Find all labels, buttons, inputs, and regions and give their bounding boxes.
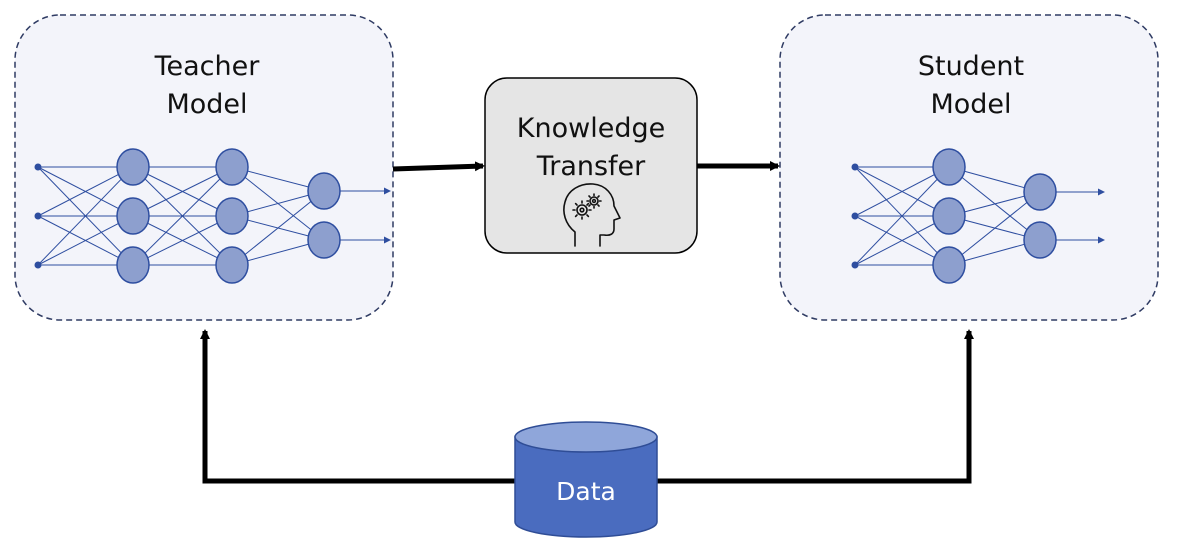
transfer-title-line1: Knowledge [517, 113, 665, 144]
teacher-neural-network [34, 148, 391, 284]
data-to-student-arrow [657, 329, 974, 484]
student-node [1023, 173, 1057, 211]
teacher-node [215, 197, 249, 235]
teacher-edge [132, 166, 233, 266]
knowledge-transfer-box: Knowledge Transfer [484, 77, 698, 254]
student-edge [854, 166, 950, 217]
teacher-edge [37, 215, 134, 266]
student-input-dot [851, 212, 859, 220]
student-node [1023, 221, 1057, 259]
student-output-arrowhead [1098, 188, 1105, 196]
data-to-teacher-arrow [200, 329, 515, 484]
teacher-title-line2: Model [166, 89, 247, 120]
student-edge [854, 166, 950, 266]
student-output-arrowhead [1098, 236, 1105, 244]
teacher-to-transfer-arrow [392, 161, 485, 172]
student-node [932, 148, 966, 186]
head-gears-icon [563, 183, 621, 247]
teacher-edge [132, 166, 233, 217]
student-node [932, 197, 966, 235]
student-input-dot [851, 163, 859, 171]
teacher-title-line1: Teacher [154, 51, 261, 82]
student-neural-network [851, 148, 1105, 284]
student-model-box: Student Model [779, 14, 1159, 321]
data-cylinder: Data [514, 421, 658, 538]
student-edge [854, 215, 950, 266]
teacher-node [215, 148, 249, 186]
teacher-edge [37, 166, 134, 217]
teacher-node [307, 221, 341, 259]
teacher-node [307, 172, 341, 210]
teacher-edge [132, 215, 233, 266]
student-title-line1: Student [918, 51, 1024, 82]
teacher-input-dot [34, 163, 42, 171]
student-edge [948, 191, 1041, 266]
teacher-node [116, 197, 150, 235]
teacher-model-box: Teacher Model [14, 14, 394, 321]
teacher-output-arrowhead [384, 187, 391, 195]
student-input-dot [851, 261, 859, 269]
teacher-node [215, 246, 249, 284]
student-node [932, 246, 966, 284]
teacher-output-arrowhead [384, 236, 391, 244]
teacher-edge [37, 166, 134, 266]
teacher-input-dot [34, 261, 42, 269]
teacher-input-dot [34, 212, 42, 220]
student-title-line2: Model [930, 89, 1011, 120]
data-label: Data [556, 477, 616, 506]
teacher-node [116, 148, 150, 186]
teacher-edge [231, 190, 325, 266]
transfer-title-line2: Transfer [536, 151, 646, 182]
teacher-node [116, 246, 150, 284]
